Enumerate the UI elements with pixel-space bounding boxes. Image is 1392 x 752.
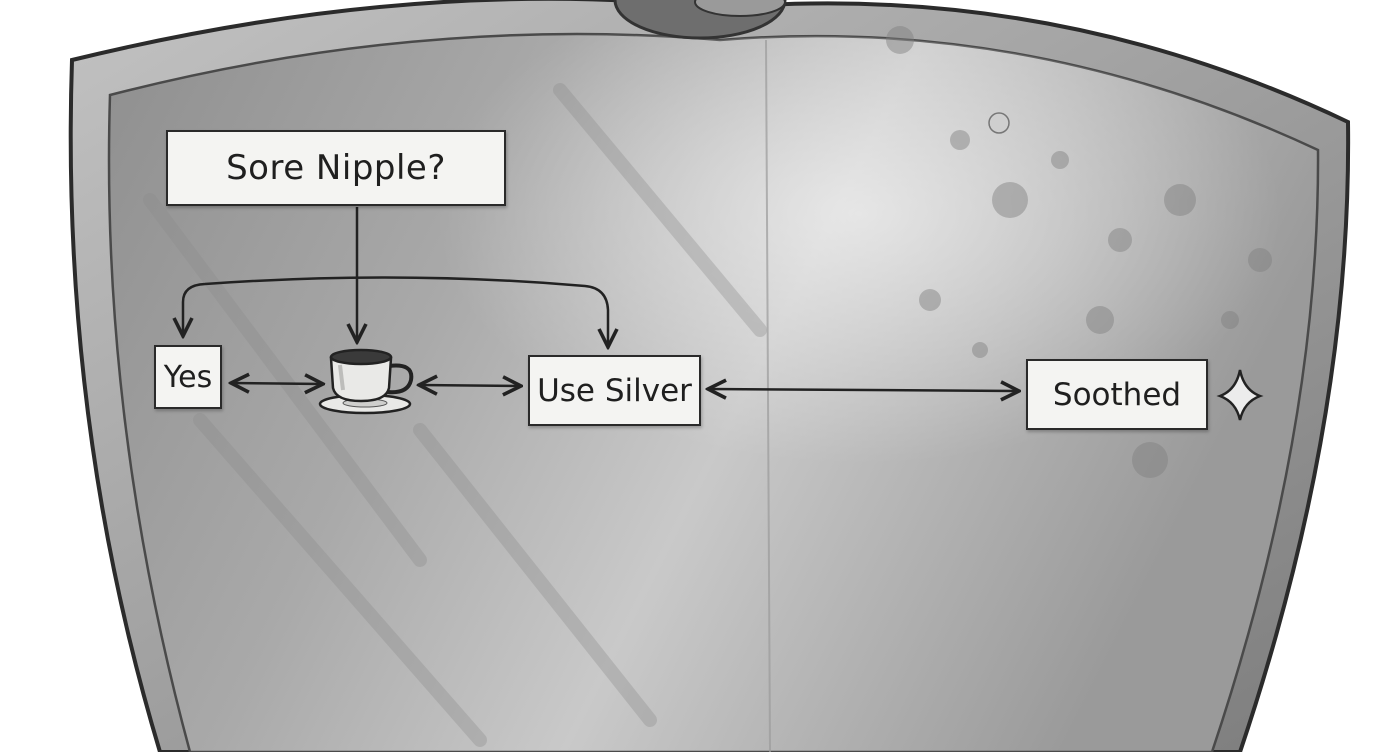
tea-cup-icon bbox=[318, 348, 414, 415]
yes-node: Yes bbox=[154, 345, 222, 409]
soothed-node-label: Soothed bbox=[1052, 376, 1182, 413]
use-silver-node-label: Use Silver bbox=[537, 372, 692, 409]
connector-cup-silver bbox=[419, 385, 521, 386]
soothed-node: Soothed bbox=[1026, 359, 1208, 430]
question-node-label: Sore Nipple? bbox=[226, 148, 446, 188]
yes-node-label: Yes bbox=[163, 359, 213, 395]
question-node: Sore Nipple? bbox=[166, 130, 506, 206]
connector-yes-cup bbox=[231, 383, 323, 384]
use-silver-node: Use Silver bbox=[528, 355, 701, 426]
connector-silver-soothed bbox=[708, 389, 1019, 391]
connector-question-branches bbox=[183, 276, 608, 347]
sparkle-icon bbox=[1216, 369, 1264, 421]
